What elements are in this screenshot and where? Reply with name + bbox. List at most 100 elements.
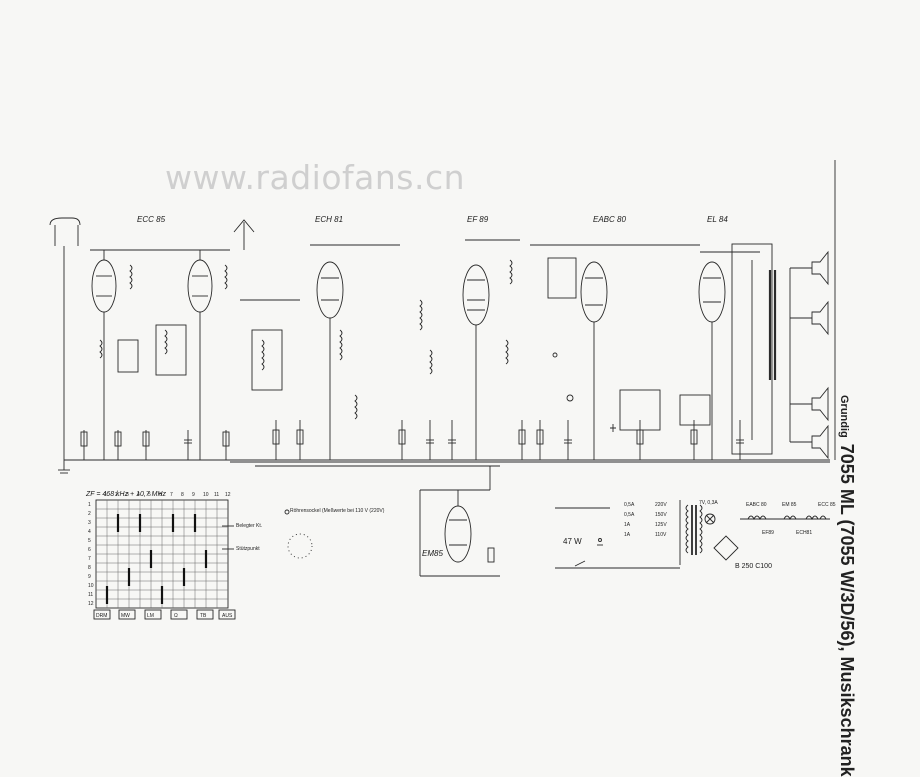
tube-label-el84: EL 84 (707, 215, 728, 224)
if-coil (429, 349, 433, 375)
fuse-0: 0,5A (624, 502, 635, 508)
switch-grid-col-number: 4 (137, 492, 140, 498)
switch-button-label: DRM (96, 613, 108, 619)
tube-label-ef89: EF 89 (467, 215, 489, 224)
switch-button-label: Ω (174, 613, 178, 619)
switch-grid-row-number: 12 (88, 601, 94, 607)
output-transformer (731, 243, 773, 455)
if-coil (505, 339, 509, 365)
power-watt: 47 W (563, 537, 582, 546)
legend-rohrensockel: Röhrensockel (Meßwerte bei 110 V (220V) (290, 508, 385, 514)
tube-ech81 (316, 261, 344, 319)
switch-button (196, 609, 214, 620)
coil (164, 329, 168, 355)
switch-grid-col-number: 12 (225, 492, 231, 498)
switch-grid-col-number: 3 (126, 492, 129, 498)
switch-grid-col-number: 8 (181, 492, 184, 498)
switch-grid-row-number: 3 (88, 520, 91, 526)
tube-eabc80 (580, 261, 608, 323)
switch-grid-col-number: 11 (214, 492, 220, 498)
switch-grid-col-number: 10 (203, 492, 209, 498)
switch-button-label: TB (200, 613, 207, 619)
coil (129, 264, 133, 290)
tube-label-em85: EM85 (422, 549, 443, 558)
heater-ech81: ECH81 (796, 530, 813, 536)
switch-grid-row-number: 5 (88, 538, 91, 544)
switch-button-label: LM (147, 613, 154, 619)
switch-grid-row-number: 7 (88, 556, 91, 562)
switch-grid-row-number: 6 (88, 547, 91, 553)
switch-button-label: MW (121, 613, 130, 619)
fuse-3: 1A (624, 532, 631, 538)
switch-button (218, 609, 236, 620)
tube-ecc85-right (187, 259, 213, 313)
if-coil (419, 299, 423, 331)
oscillator-coil (339, 329, 343, 361)
rf-coil-block (251, 329, 283, 391)
switch-grid-row-number: 2 (88, 511, 91, 517)
if-transformer (117, 339, 139, 373)
switch-grid-row-number: 8 (88, 565, 91, 571)
switch-grid-row-number: 9 (88, 574, 91, 580)
speaker-icon (811, 386, 829, 422)
switch-button (118, 609, 136, 620)
tube-label-ecc85: ECC 85 (137, 215, 166, 224)
antenna-icon (49, 217, 81, 226)
switch-grid-row-number: 4 (88, 529, 91, 535)
tube-label-ech81: ECH 81 (315, 215, 344, 224)
tube-base-icon (284, 509, 290, 515)
switch-grid-row-number: 10 (88, 583, 94, 589)
mains-voltage-2: 125V (655, 522, 667, 528)
tube-ecc85-left (91, 259, 117, 313)
switch-grid-row-number: 1 (88, 502, 91, 508)
mains-voltage-1: 150V (655, 512, 667, 518)
if-coil (509, 259, 513, 285)
mains-voltage-3: 110V (655, 532, 667, 538)
heater-eabc80: EABC 80 (746, 502, 767, 508)
mains-voltage-0: 220V (655, 502, 667, 508)
heater-em85: EM 85 (782, 502, 797, 508)
legend-stutzpunkt: Stützpunkt (236, 546, 260, 552)
speaker-icon (811, 300, 829, 336)
rectifier-label: B 250 C100 (735, 563, 772, 570)
speaker-icon (811, 424, 829, 460)
oscillator-coil (354, 394, 358, 420)
switch-button-label: AUS (222, 613, 233, 619)
coil (99, 339, 103, 359)
watermark: www.radiofans.cn (165, 158, 466, 197)
tube-el84 (698, 261, 726, 323)
lamp-voltage: 7V, 0,3A (699, 500, 718, 506)
phone-jack (610, 424, 616, 432)
arrow-up-icon (233, 219, 255, 233)
switch-grid-col-number: 7 (170, 492, 173, 498)
switch-grid-col-number: 9 (192, 492, 195, 498)
switch-button (93, 609, 111, 620)
switch-button (144, 609, 162, 620)
fuse-2: 1A (624, 522, 631, 528)
if-transformer (155, 324, 187, 376)
tube-em85 (444, 505, 472, 563)
heater-ef89: EF89 (762, 530, 774, 536)
speaker-icon (811, 250, 829, 286)
zf-legend: ZF = 468 kHz + 10,7 MHz (86, 491, 167, 498)
bridge-rectifier (713, 535, 739, 561)
switch-grid-row-number: 11 (88, 592, 94, 598)
mains-transformer (685, 504, 689, 554)
heater-ecc85: ECC 85 (818, 502, 836, 508)
heater-filament (747, 515, 767, 521)
tube-ef89 (462, 264, 490, 326)
jack-icon (566, 394, 574, 402)
schematic-drawing (49, 160, 836, 620)
pilot-lamp-icon (704, 513, 716, 525)
schematic-page: www.radiofans.cn Grundig7055 ML (7055 W/… (49, 158, 857, 777)
tube-label-eabc80: EABC 80 (593, 215, 626, 224)
fuse-1: 0,5A (624, 512, 635, 518)
switch-button (170, 609, 188, 620)
switch-grid-col-number: 2 (115, 492, 118, 498)
legend-belegt: Belegter Kt. (236, 523, 263, 529)
switch-grid-col-number: 5 (148, 492, 151, 498)
switch-grid-col-number: 6 (159, 492, 162, 498)
detector-block (547, 257, 577, 299)
switch-grid-col-number: 1 (104, 492, 107, 498)
coil (224, 264, 228, 290)
